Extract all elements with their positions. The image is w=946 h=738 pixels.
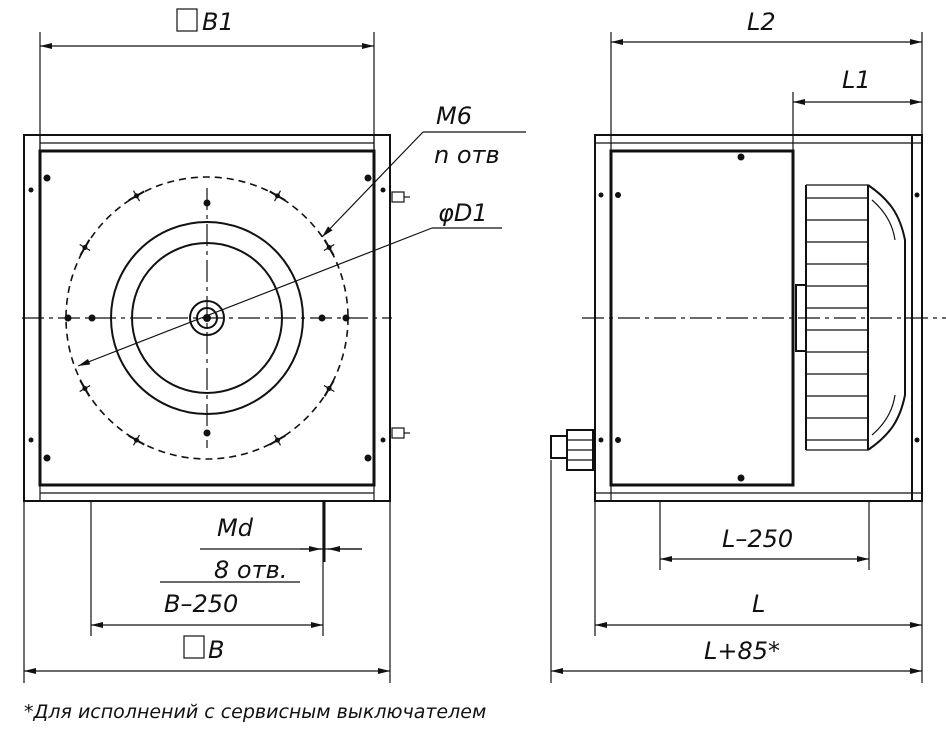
- label-l1: L1: [842, 66, 871, 94]
- bolt-hole-markers: [79, 190, 335, 446]
- service-switch-icon: [550, 429, 594, 471]
- label-l2: L2: [747, 8, 776, 36]
- bolt-hole-marker: [82, 386, 88, 391]
- label-b: B: [208, 636, 224, 664]
- label-l-minus-250: L–250: [722, 525, 793, 553]
- label-n-holes: n отв: [434, 141, 500, 169]
- front-view: [22, 8, 526, 683]
- square-symbol-b: [183, 635, 205, 659]
- impeller: [795, 184, 906, 451]
- bolt-hole-marker: [275, 193, 280, 199]
- label-d1: φD1: [438, 199, 488, 227]
- side-view: [550, 32, 946, 683]
- bolt-hole-marker: [134, 437, 139, 443]
- side-bolt-bottom: [391, 427, 405, 439]
- bolt-hole-marker: [326, 386, 332, 391]
- bolt-hole-marker: [82, 245, 88, 250]
- bolt-hole-marker: [275, 437, 280, 443]
- label-b-minus-250: B–250: [164, 590, 238, 618]
- label-l-plus-85: L+85*: [704, 637, 780, 665]
- label-md: Md: [217, 514, 254, 542]
- bolt-hole-marker: [134, 193, 139, 199]
- bolt-hole-marker: [326, 245, 332, 250]
- label-m6: M6: [436, 102, 472, 130]
- square-symbol-b1: [176, 8, 198, 32]
- footnote: *Для исполнений с сервисным выключателем: [24, 701, 486, 723]
- label-l: L: [752, 590, 765, 618]
- side-bolt-top: [391, 191, 405, 203]
- label-8-holes: 8 отв.: [214, 556, 287, 584]
- label-b1: B1: [202, 8, 234, 36]
